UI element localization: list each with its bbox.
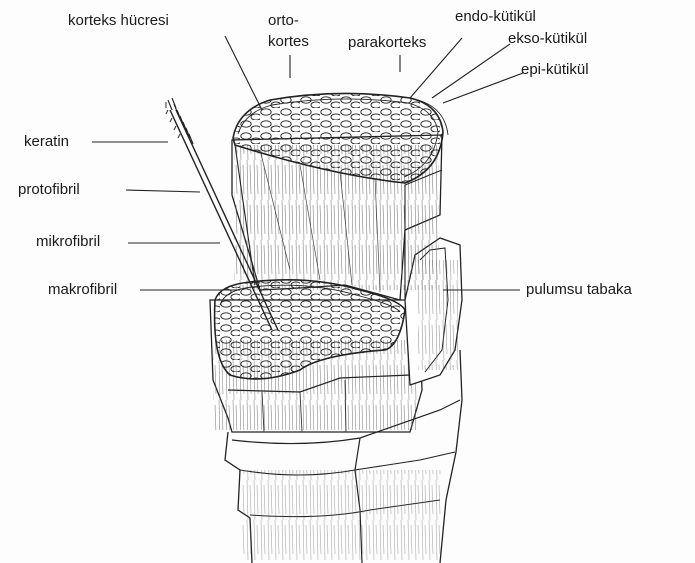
leader-epi-kutikul <box>443 73 523 103</box>
label-makrofibril: makrofibril <box>48 281 117 298</box>
label-protofibril: protofibril <box>18 181 80 198</box>
label-endo-kutikul: endo-kütikül <box>455 8 536 25</box>
leader-korteks-hucresi <box>225 36 262 110</box>
label-pulumsu-tabaka: pulumsu tabaka <box>526 281 632 298</box>
label-korteks-hucresi: korteks hücresi <box>68 12 169 29</box>
label-parakorteks: parakorteks <box>348 34 426 51</box>
label-mikrofibril: mikrofibril <box>36 233 100 250</box>
label-kortes: kortes <box>268 33 309 50</box>
label-epi-kutikul: epi-kütikül <box>521 61 589 78</box>
label-orto: orto- <box>268 12 299 29</box>
label-ekso-kutikul: ekso-kütikül <box>508 30 587 47</box>
label-keratin: keratin <box>24 133 69 150</box>
leader-protofibril <box>126 190 200 192</box>
leader-ekso-kutikul <box>432 44 510 98</box>
